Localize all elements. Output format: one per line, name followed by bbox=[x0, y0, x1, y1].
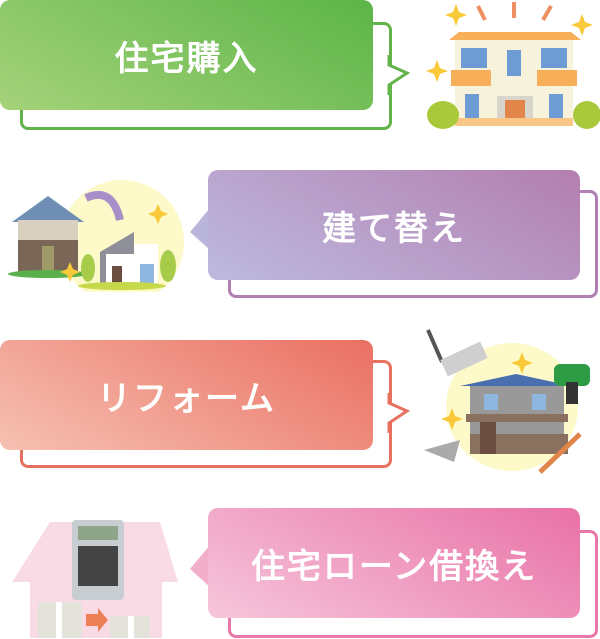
card-title-box: 住宅購入 bbox=[0, 0, 373, 110]
speech-tail bbox=[190, 208, 210, 250]
loan-illustration bbox=[12, 520, 178, 638]
new-house-illustration bbox=[426, 2, 600, 129]
card-title: 住宅購入 bbox=[114, 38, 259, 79]
renovation-illustration bbox=[424, 329, 590, 474]
card-title-box: 住宅ローン借換え bbox=[208, 508, 580, 618]
card-title: 建て替え bbox=[322, 208, 466, 249]
speech-tail bbox=[387, 55, 411, 95]
card-title-box: 建て替え bbox=[208, 170, 580, 280]
speech-tail bbox=[387, 393, 411, 433]
card-title: 住宅ローン借換え bbox=[250, 546, 538, 587]
rebuild-illustration bbox=[8, 180, 184, 292]
speech-tail bbox=[190, 545, 210, 587]
card-title-box: リフォーム bbox=[0, 340, 373, 450]
card-title: リフォーム bbox=[97, 378, 276, 419]
